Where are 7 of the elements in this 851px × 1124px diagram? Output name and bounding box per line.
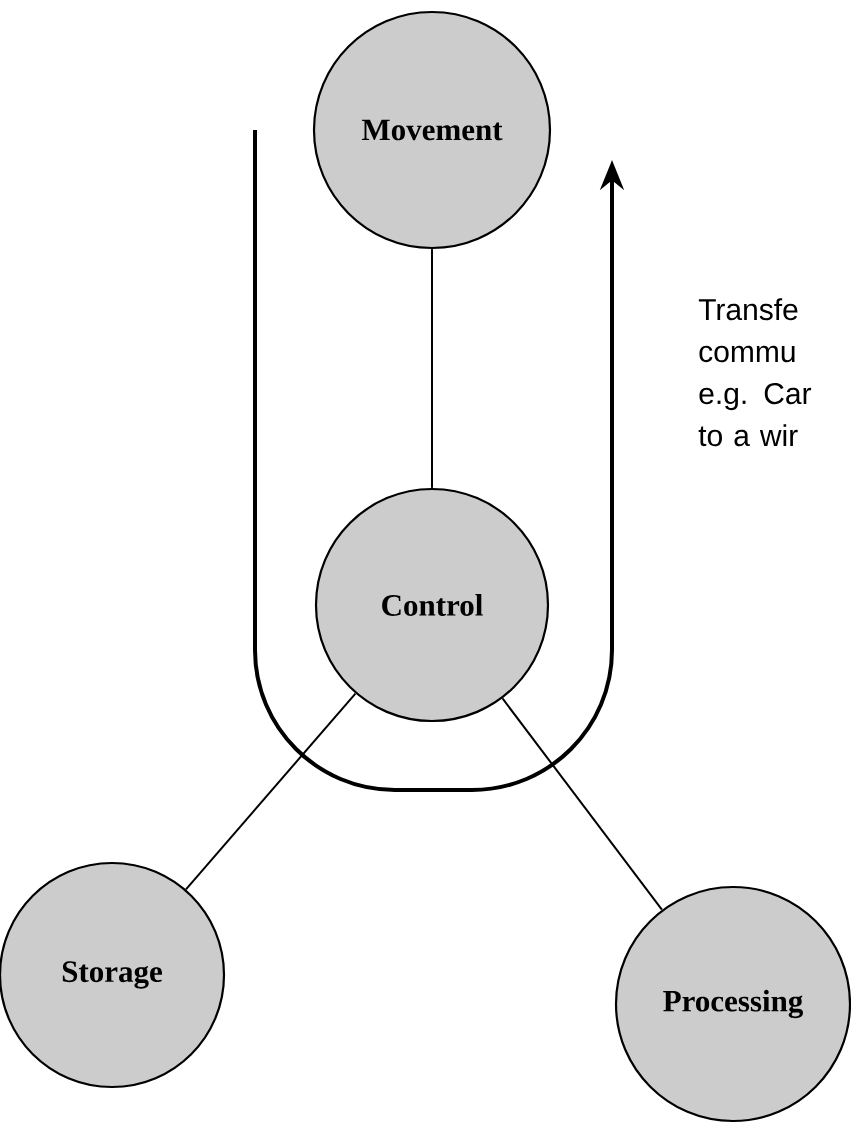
circle-node: Movement (312, 10, 552, 250)
connector-line (431, 248, 433, 489)
connector-line (501, 697, 663, 911)
connector-line (185, 692, 357, 891)
note-text: Transfe commu e.g. Car to a wir (698, 298, 812, 447)
circle-node: Control (314, 487, 550, 723)
circle-node: Processing (614, 885, 851, 1123)
